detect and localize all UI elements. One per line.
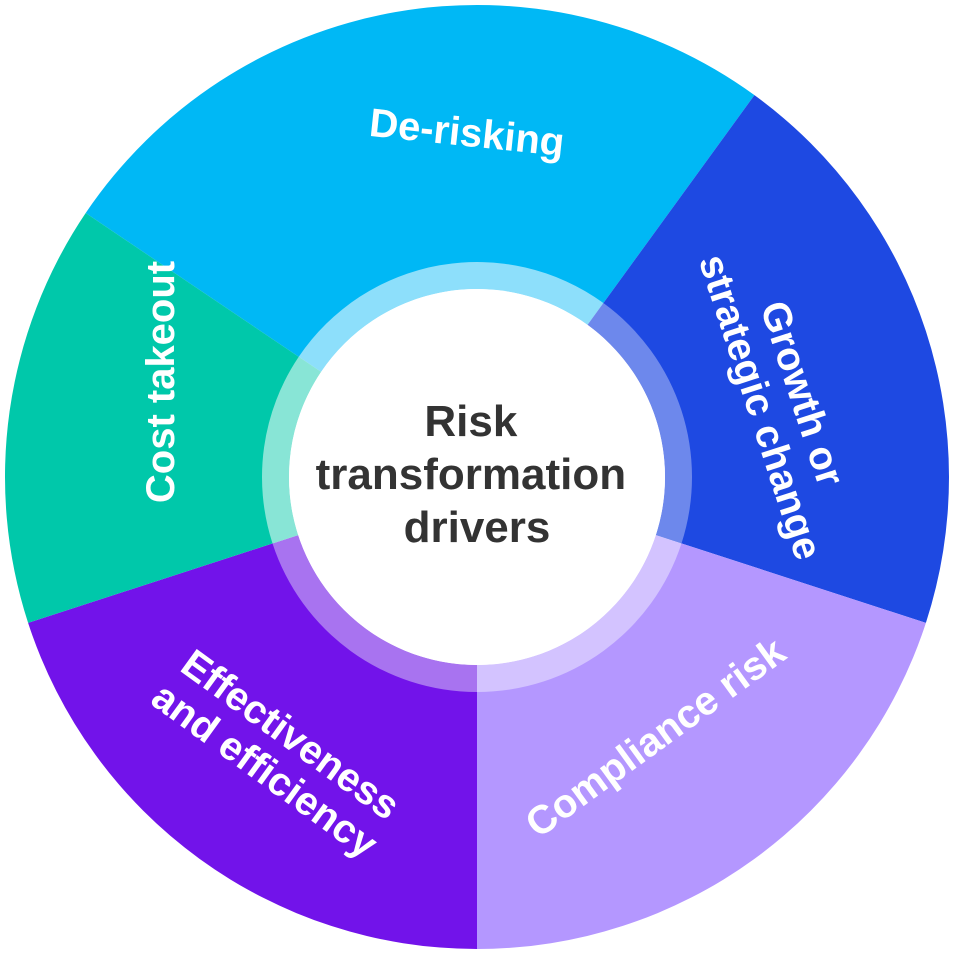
segment-compliance [477, 543, 926, 949]
segment-de-risking [85, 4, 755, 358]
ring-compliance [477, 535, 682, 692]
ring-growth [587, 303, 692, 544]
segment-growth [602, 95, 950, 623]
segment-label-cost: Cost takeout [139, 261, 183, 503]
center-title-line-3: drivers [404, 503, 551, 552]
center-circle [289, 289, 665, 665]
ring-de-risking [298, 261, 604, 372]
inner-ring-layer [262, 261, 692, 692]
segment-effectiveness [28, 543, 478, 949]
ring-effectiveness [272, 535, 477, 692]
center-title: Risk transformation drivers [316, 397, 639, 552]
ring-cost [262, 356, 322, 544]
center-title-line-2: transformation [316, 450, 626, 499]
segment-cost [5, 213, 300, 623]
segment-label-line: Cost takeout [139, 261, 183, 503]
segments-layer [5, 4, 950, 949]
center-title-line-1: Risk [424, 397, 517, 446]
